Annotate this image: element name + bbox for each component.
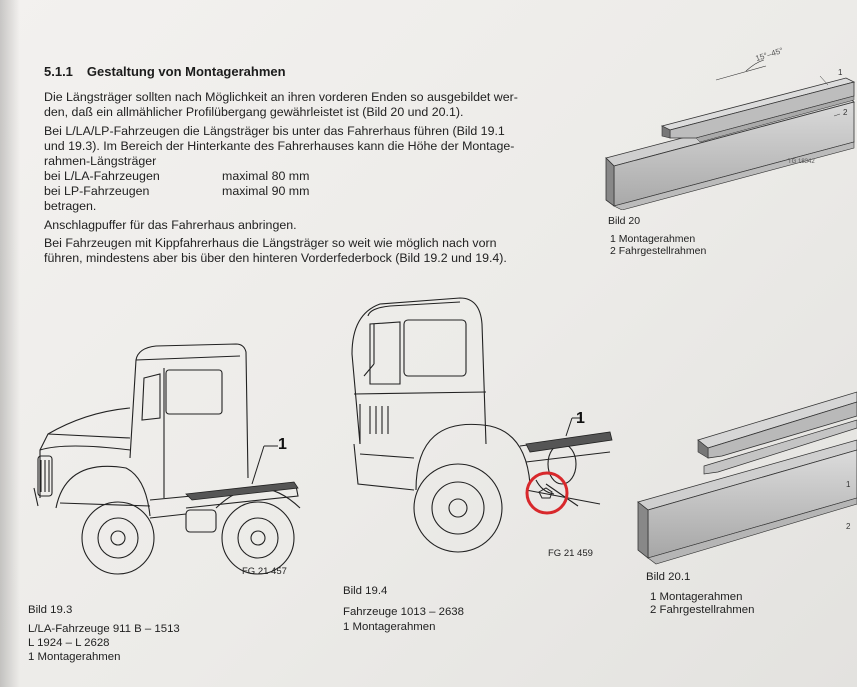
spec-row-lp: bei LP-Fahrzeugen maximal 90 mm bbox=[44, 184, 309, 200]
highlight-circle-marker bbox=[525, 471, 569, 515]
bild-20-1-title: Bild 20.1 bbox=[646, 571, 691, 583]
paragraph-2-line-2: und 19.3). Im Bereich der Hinterkante de… bbox=[44, 139, 515, 153]
bild-20-1-item-2: 2 Fahrgestellrahmen bbox=[650, 604, 755, 616]
spec-value: maximal 80 mm bbox=[222, 169, 310, 183]
bild-19-4-fg-code: FG 21 459 bbox=[548, 548, 593, 559]
bild-20-item-2: 2 Fahrgestellrahmen bbox=[610, 245, 707, 257]
bild-19-4-truck-drawing bbox=[351, 297, 613, 553]
bild-19-4-title: Bild 19.4 bbox=[343, 585, 388, 597]
paragraph-1-line-1: Die Längsträger sollten nach Möglichkeit… bbox=[44, 90, 518, 104]
bild-19-3-title: Bild 19.3 bbox=[28, 604, 73, 616]
bild-20-1-callout-2: 2 bbox=[846, 522, 851, 531]
bild-19-3-fg-code: FG 21 457 bbox=[242, 566, 287, 577]
section-number: 5.1.1 bbox=[44, 64, 73, 79]
paragraph-2-line-3: rahmen-Längsträger bbox=[44, 154, 157, 168]
paragraph-4-line-2: führen, mindestens aber bis über den hin… bbox=[44, 251, 507, 265]
spec-row-l-la: bei L/LA-Fahrzeugen maximal 80 mm bbox=[44, 169, 309, 185]
paragraph-2-end: betragen. bbox=[44, 199, 97, 213]
bild-19-3-line-2: L 1924 – L 2628 bbox=[28, 637, 110, 649]
section-title: Gestaltung von Montagerahmen bbox=[86, 64, 286, 79]
paragraph-2-line-1: Bei L/LA/LP-Fahrzeugen die Längsträger b… bbox=[44, 124, 505, 138]
spec-label: bei L/LA-Fahrzeugen bbox=[44, 169, 160, 183]
bild-20-code: TG 18342 bbox=[788, 159, 815, 165]
bild-19-3-line-3: 1 Montagerahmen bbox=[28, 651, 121, 663]
bild-20-1-frame-drawing bbox=[637, 391, 857, 565]
bild-19-4-line-1: Fahrzeuge 1013 – 2638 bbox=[343, 606, 464, 618]
paragraph-1-line-2: den, daß ein allmählicher Profilübergang… bbox=[44, 105, 464, 119]
paragraph-4-line-1: Bei Fahrzeugen mit Kippfahrerhaus die Lä… bbox=[44, 236, 497, 250]
bild-19-4-line-2: 1 Montagerahmen bbox=[343, 621, 436, 633]
bild-19-3-line-1: L/LA-Fahrzeuge 911 B – 1513 bbox=[28, 623, 180, 635]
spec-value: maximal 90 mm bbox=[222, 184, 310, 198]
bild-20-item-1: 1 Montagerahmen bbox=[610, 233, 696, 245]
paragraph-3: Anschlagpuffer für das Fahrerhaus anbrin… bbox=[44, 218, 297, 232]
bild-20-callout-2: 2 bbox=[843, 108, 848, 117]
bild-20-callout-1: 1 bbox=[838, 68, 843, 77]
page-edge-shadow bbox=[0, 0, 20, 687]
bild-20-1-item-1: 1 Montagerahmen bbox=[650, 591, 743, 603]
bild-20-title: Bild 20 bbox=[608, 215, 641, 227]
bild-19-4-callout-1: 1 bbox=[576, 410, 585, 427]
bild-20-1-callout-1: 1 bbox=[846, 480, 851, 489]
section-heading: 5.1.1 Gestaltung von Montagerahmen bbox=[44, 64, 286, 79]
bild-19-3-callout-1: 1 bbox=[278, 436, 287, 453]
bild-20-frame-drawing bbox=[605, 59, 856, 210]
spec-label: bei LP-Fahrzeugen bbox=[44, 184, 150, 198]
bild-19-3-truck-drawing bbox=[33, 343, 301, 575]
